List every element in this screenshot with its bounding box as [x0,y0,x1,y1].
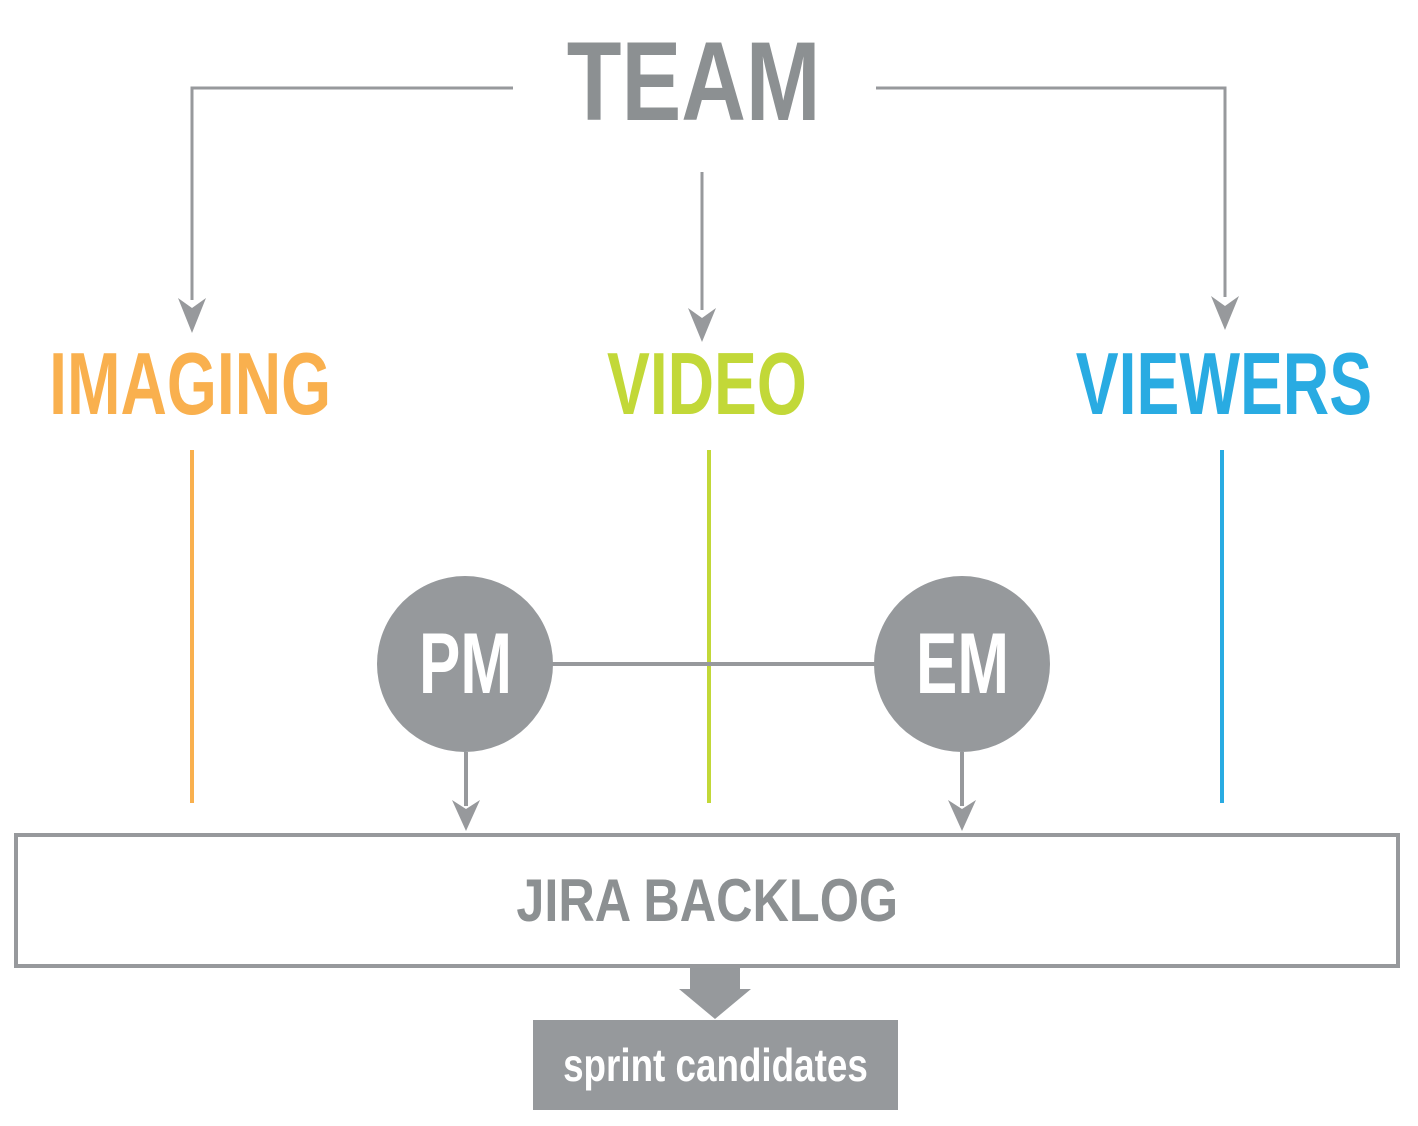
branch-label-imaging-text: IMAGING [49,334,331,433]
sprint-candidates-box: sprint candidates [533,1020,898,1110]
jira-backlog-box: JIRA BACKLOG [14,833,1400,968]
branch-label-imaging: IMAGING [0,340,440,428]
sprint-candidates-label: sprint candidates [563,1039,868,1091]
pm-circle-label: PM [418,616,512,712]
backlog-to-sprint-block-arrow-icon [679,968,751,1019]
pm-circle: PM [377,576,553,752]
team-to-imaging-arrowhead-icon [178,298,206,333]
jira-backlog-label: JIRA BACKLOG [516,866,898,934]
team-label: TEAM [444,26,944,138]
team-label-text: TEAM [567,19,821,144]
em-circle: EM [874,576,1050,752]
branch-label-viewers: VIEWERS [974,340,1418,428]
em-to-backlog-arrowhead-icon [948,800,976,831]
branch-label-viewers-text: VIEWERS [1075,334,1373,433]
team-to-imaging-line [190,86,513,300]
em-circle-label: EM [915,616,1009,712]
pm-to-backlog-arrowhead-icon [452,800,480,831]
team-to-viewers-arrowhead-icon [1211,296,1239,330]
team-to-video-arrowhead-icon [688,308,716,342]
branch-label-video: VIDEO [457,340,957,428]
team-to-viewers-line [876,86,1227,297]
branch-label-video-text: VIDEO [607,334,807,433]
